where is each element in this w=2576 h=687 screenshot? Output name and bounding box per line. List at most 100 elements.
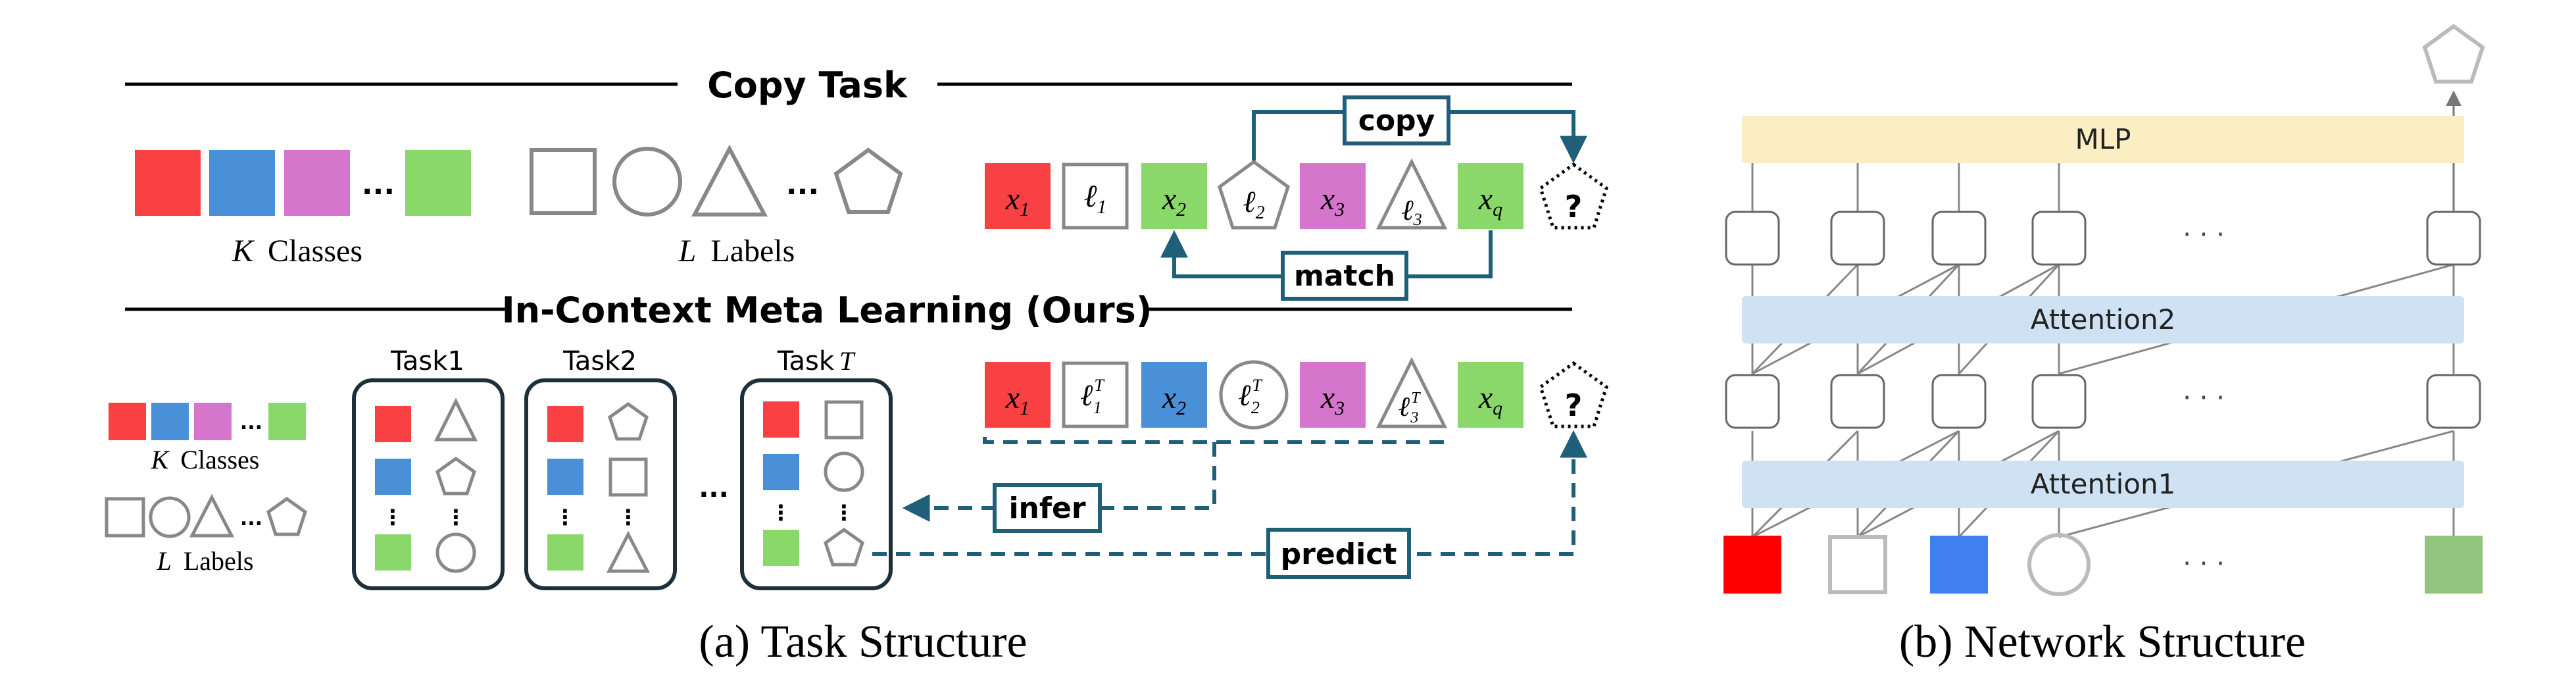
match-label-box xyxy=(1281,251,1408,301)
task1-label: Task1 xyxy=(390,346,464,376)
icml-query-question-mark: ? xyxy=(1565,388,1583,423)
panel-b: Attention1 Attention2 MLP · · · · · · xyxy=(1723,24,2485,667)
icml-query-pentagon-placeholder xyxy=(1539,361,1608,428)
token-x1 xyxy=(985,163,1051,229)
triangle-label-icon xyxy=(691,144,768,216)
attention1-block xyxy=(1742,461,2464,508)
small-classes-swatches: ... xyxy=(109,403,306,440)
query-question-mark: ? xyxy=(1565,189,1583,224)
input-square-token xyxy=(1828,535,1887,594)
svg-text:x1: x1 xyxy=(1005,380,1029,419)
hidden-layer-1 xyxy=(1725,374,2481,429)
input-blue-token xyxy=(1930,536,1988,594)
square-label-icon xyxy=(530,148,597,215)
hidden-layer-2 xyxy=(1725,211,2481,266)
l-labels-caption: L Labels xyxy=(678,234,795,268)
output-pentagon xyxy=(2422,24,2485,84)
svg-text:x2: x2 xyxy=(1162,182,1186,220)
attention1-label: Attention1 xyxy=(2031,468,2176,500)
infer-label-box xyxy=(993,483,1102,533)
svg-text:⋮: ⋮ xyxy=(770,500,791,525)
svg-text:⋮: ⋮ xyxy=(618,505,639,530)
small-label-shapes xyxy=(105,494,307,538)
class-blue-swatch xyxy=(209,150,275,216)
copy-label-box xyxy=(1343,95,1450,145)
small-l-labels-caption: L Labels xyxy=(157,546,254,576)
icml-token-x1 xyxy=(985,362,1051,428)
copy-label-shapes xyxy=(530,144,903,216)
task2-label: Task2 xyxy=(562,346,637,376)
mlp-block xyxy=(1742,116,2464,163)
copy-task-title: Copy Task xyxy=(707,64,908,106)
class-red-swatch xyxy=(135,150,201,216)
task1-box: ⋮ ⋮ xyxy=(352,378,505,590)
predict-label-box xyxy=(1266,528,1411,579)
svg-text:x3: x3 xyxy=(1320,380,1345,419)
token-l3-triangle xyxy=(1375,158,1448,230)
icml-title: In-Context Meta Learning (Ours) xyxy=(502,290,1152,331)
labels-ellipsis: ... xyxy=(786,168,819,201)
task2-box: ⋮ ⋮ xyxy=(524,378,677,590)
pentagon-label-icon xyxy=(833,147,903,214)
svg-text:ℓT2: ℓT2 xyxy=(1238,376,1262,417)
input-tokens xyxy=(1723,533,2483,596)
small-k-classes-caption: K Classes xyxy=(151,445,260,474)
svg-text:ℓT3: ℓT3 xyxy=(1399,390,1422,426)
copy-label: copy xyxy=(1358,104,1435,138)
svg-text:xq: xq xyxy=(1478,182,1502,220)
svg-text:ℓ1: ℓ1 xyxy=(1084,179,1107,218)
caption-a: (a) Task Structure xyxy=(699,617,1027,667)
icml-token-l1-square xyxy=(1062,361,1129,428)
svg-text:xq: xq xyxy=(1478,380,1502,419)
svg-text:x2: x2 xyxy=(1162,380,1186,419)
token-l1-square xyxy=(1062,163,1129,230)
tasks-ellipsis: ... xyxy=(699,473,729,503)
attention2-label: Attention2 xyxy=(2031,303,2176,336)
task-t-box: ⋮ ⋮ xyxy=(740,378,893,590)
k-classes-caption: K Classes xyxy=(232,234,362,268)
input-circle-token xyxy=(2027,533,2091,596)
panel-a: Copy Task ... K Classes ... L Labels xyxy=(105,64,1608,667)
match-label: match xyxy=(1294,259,1395,293)
input-ellipsis: · · · xyxy=(2183,549,2225,579)
svg-text:ℓ3: ℓ3 xyxy=(1401,194,1422,229)
token-x2 xyxy=(1141,163,1207,229)
icml-token-l2-circle xyxy=(1219,360,1289,430)
token-l2-pentagon xyxy=(1218,159,1290,230)
icml-token-x2 xyxy=(1141,362,1207,428)
icml-token-x3 xyxy=(1300,362,1366,428)
svg-text:x3: x3 xyxy=(1320,182,1345,220)
svg-text:⋮: ⋮ xyxy=(382,505,403,530)
input-red-token xyxy=(1723,536,1781,594)
icml-token-xq xyxy=(1458,362,1523,428)
copy-sequence: x1 ℓ1 x2 ℓ2 x3 ℓ3 xq ? xyxy=(985,158,1608,230)
infer-label: infer xyxy=(1008,492,1085,525)
mlp-label: MLP xyxy=(2075,123,2131,155)
query-pentagon-placeholder xyxy=(1539,162,1608,230)
predict-label: predict xyxy=(1281,538,1397,571)
svg-text:⋮: ⋮ xyxy=(445,505,466,530)
svg-text:ℓT1: ℓT1 xyxy=(1080,376,1104,417)
classes-ellipsis: ... xyxy=(362,168,395,201)
svg-text:...: ... xyxy=(240,507,262,530)
attention2-block xyxy=(1742,296,2464,344)
infer-bracket xyxy=(983,437,1447,444)
input-green-token xyxy=(2425,536,2483,594)
copy-classes-swatches: ... xyxy=(135,150,471,216)
class-pink-swatch xyxy=(284,150,350,216)
svg-text:...: ... xyxy=(240,411,262,434)
hidden-layer-1-ellipsis: · · · xyxy=(2183,383,2225,413)
svg-text:x1: x1 xyxy=(1005,182,1029,220)
svg-text:⋮: ⋮ xyxy=(555,505,576,530)
icml-token-l3-triangle xyxy=(1375,357,1448,428)
svg-text:⋮: ⋮ xyxy=(833,500,855,525)
caption-b: (b) Network Structure xyxy=(1899,617,2306,667)
hidden-layer-2-ellipsis: · · · xyxy=(2183,220,2225,250)
class-green-swatch xyxy=(405,150,471,216)
svg-text:ℓ2: ℓ2 xyxy=(1243,185,1264,223)
token-x3 xyxy=(1300,163,1366,229)
circle-label-icon xyxy=(612,147,682,216)
